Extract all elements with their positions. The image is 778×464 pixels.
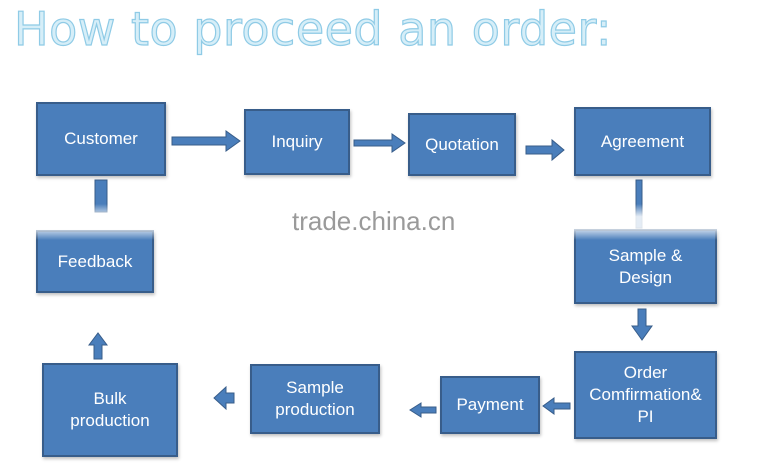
step-agreement: Agreement — [574, 107, 711, 176]
step-sample-production: Sample production — [250, 364, 380, 434]
arrow-payment-to-sampleprod — [409, 402, 437, 418]
step-inquiry: Inquiry — [244, 109, 350, 175]
step-quotation: Quotation — [408, 113, 516, 176]
step-bulk-production: Bulk production — [42, 363, 178, 457]
step-customer: Customer — [36, 102, 166, 176]
arrow-bulk-to-feedback — [88, 332, 108, 360]
arrow-order-to-payment — [542, 397, 571, 415]
arrow-customer-to-inquiry — [171, 130, 241, 152]
step-order-confirmation: Order Comfirmation& PI — [574, 351, 717, 439]
step-payment: Payment — [440, 376, 540, 434]
arrow-sampleprod-to-bulk — [213, 385, 235, 411]
watermark: trade.china.cn — [292, 206, 456, 236]
watermark-band — [0, 204, 778, 240]
arrow-inquiry-to-quotation — [353, 133, 406, 153]
page-title: How to proceed an order: — [13, 1, 613, 56]
arrow-quotation-to-agreement — [525, 138, 565, 162]
step-sample-design: Sample & Design — [574, 229, 717, 304]
arrow-sample-to-order — [631, 308, 653, 341]
step-feedback: Feedback — [36, 230, 154, 293]
